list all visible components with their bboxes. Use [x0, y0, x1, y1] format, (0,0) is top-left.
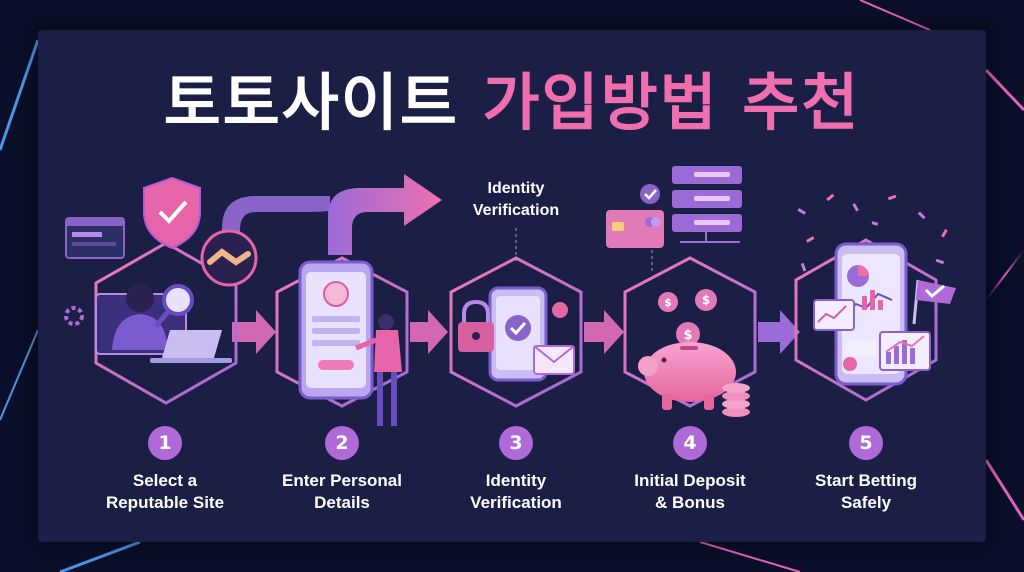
callout-line-1: Identity	[487, 180, 545, 197]
flow-arrow-top-2	[328, 174, 442, 255]
title-part-2: 가입방법 추천	[482, 66, 861, 139]
chart-card-left	[813, 299, 855, 331]
step-3-illustration	[458, 228, 575, 382]
page-title: 토토사이트 가입방법 추천	[0, 52, 1024, 142]
coin-icon	[676, 322, 700, 346]
coin-stack-icon	[722, 383, 750, 417]
step-1-label-line-2: Reputable Site	[105, 493, 225, 512]
arrow-3-4	[584, 310, 624, 354]
hexagon-step-2	[275, 256, 409, 408]
coin-icon	[695, 289, 717, 311]
flow-arrows	[232, 310, 800, 354]
step-5-label-line-1: Start Betting	[815, 471, 917, 490]
hexagon-step-4	[623, 256, 757, 408]
step-3-label-line-2: Verification	[470, 493, 562, 512]
verified-badge-icon	[552, 302, 568, 318]
server-stack-icon	[672, 166, 742, 243]
step-4-illustration: $ $ $	[606, 166, 750, 417]
step-1-number: 1	[148, 426, 182, 460]
browser-window-icon	[65, 217, 125, 259]
email-icon	[533, 345, 575, 375]
shield-check-icon	[143, 176, 201, 250]
step-2-number: 2	[325, 426, 359, 460]
person-body	[374, 330, 402, 372]
credit-card-icon	[606, 210, 664, 248]
step-2-label-line-2: Details	[314, 493, 370, 512]
step-4-label-line-2: & Bonus	[655, 493, 725, 512]
title-part-1: 토토사이트	[163, 66, 459, 139]
gear-icon	[64, 306, 84, 326]
magnifier-icon	[162, 284, 194, 316]
step-5-label-line-2: Safely	[840, 493, 892, 512]
callout-line-2: Verification	[472, 202, 560, 219]
step-2-illustration	[298, 260, 402, 426]
piggy-bank-icon	[638, 342, 736, 410]
check-circle-icon	[843, 357, 857, 371]
identity-verification-callout: Identity Verification	[446, 178, 586, 222]
laptop-icon	[162, 330, 222, 358]
step-5-number: 5	[849, 426, 883, 460]
step-5-illustration	[797, 193, 956, 386]
step-4-label: Initial Deposit & Bonus	[605, 470, 775, 514]
svg-text:$: $	[683, 328, 692, 343]
person-head	[126, 284, 154, 312]
lock-icon	[458, 299, 494, 352]
flag-check-icon	[912, 279, 956, 325]
hexagon-step-3	[449, 256, 583, 408]
svg-text:$: $	[664, 296, 672, 309]
step-4-label-line-1: Initial Deposit	[634, 471, 746, 490]
check-circle-icon	[505, 315, 531, 341]
step-1-illustration	[64, 176, 258, 363]
step-2-label: Enter Personal Details	[257, 470, 427, 514]
person-body	[112, 314, 168, 350]
step-5-label: Start Betting Safely	[781, 470, 951, 514]
submit-button-icon	[318, 360, 354, 370]
step-2-label-line-1: Enter Personal	[282, 471, 402, 490]
confetti	[797, 193, 948, 272]
step-4-number: 4	[673, 426, 707, 460]
check-circle-icon	[640, 184, 660, 204]
step-3-label-line-1: Identity	[485, 471, 547, 490]
arrow-2-3	[410, 310, 448, 354]
profile-icon	[323, 281, 349, 307]
step-3-number: 3	[499, 426, 533, 460]
person-head	[378, 314, 394, 330]
svg-text:$: $	[702, 293, 710, 307]
arrow-1-2	[232, 310, 276, 354]
hexagon-step-5	[794, 238, 938, 402]
step-3-label: Identity Verification	[431, 470, 601, 514]
arrow-4-5	[758, 310, 800, 354]
coin-icon	[658, 292, 678, 312]
step-1-label-line-1: Select a	[132, 471, 198, 490]
flow-arrow-top-1	[222, 196, 330, 252]
step-1-label: Select a Reputable Site	[80, 470, 250, 514]
bar-chart-icon	[862, 290, 883, 310]
